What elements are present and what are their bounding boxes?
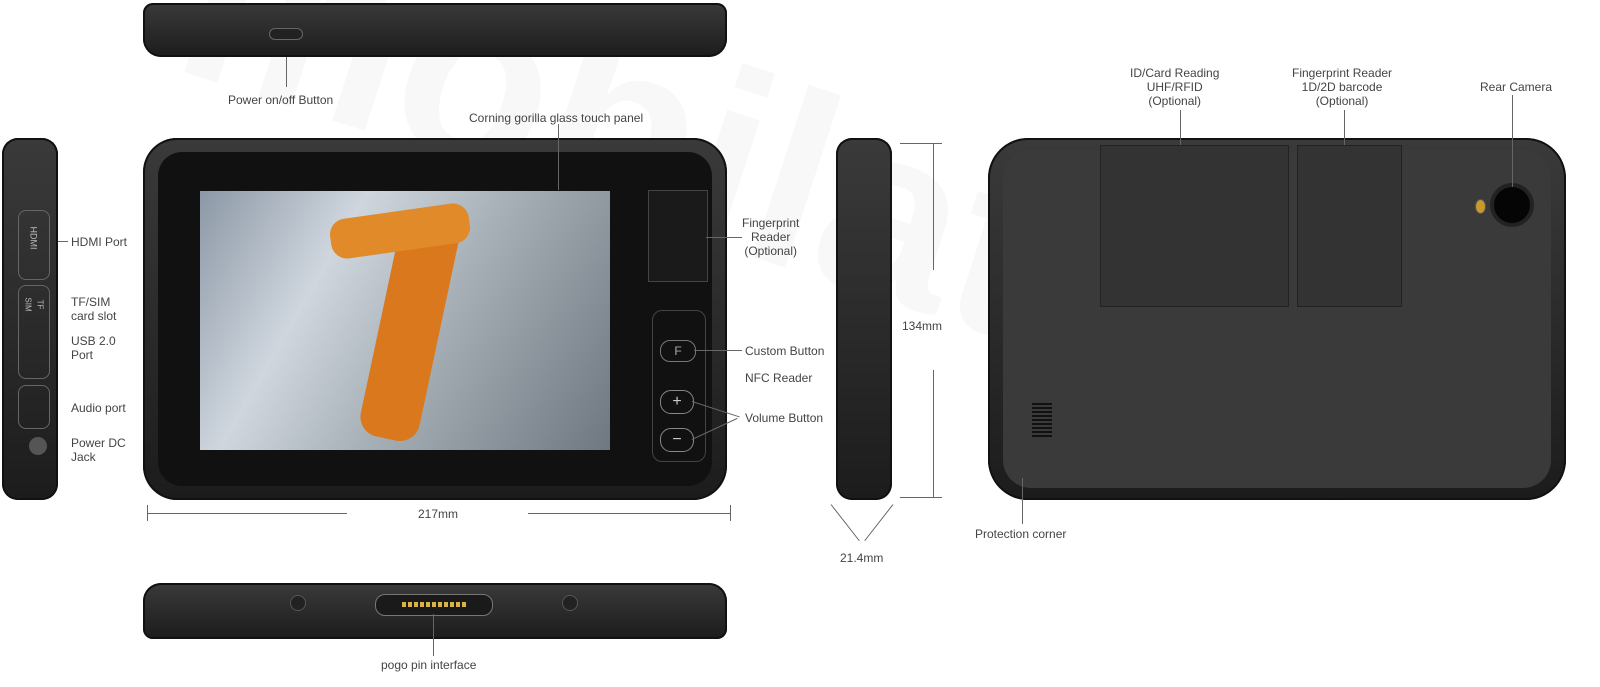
label-height: 134mm [902, 319, 943, 333]
label-pogo: pogo pin interface [381, 658, 477, 672]
flash-icon [1476, 200, 1485, 213]
rear-camera [1494, 187, 1530, 223]
tablet-left-side-view [2, 138, 58, 500]
power-button [270, 29, 302, 39]
label-power-button: Power on/off Button [228, 93, 334, 107]
label-depth: 21.4mm [840, 551, 884, 565]
volume-up-button: + [660, 390, 694, 414]
hdmi-port-cover: HDMI [18, 210, 50, 280]
tablet-top-view [143, 3, 727, 57]
screen-image [200, 191, 610, 450]
label-width: 217mm [418, 507, 459, 521]
speaker-grille [1032, 403, 1052, 437]
label-custom-button: Custom Button [745, 344, 825, 358]
fingerprint-reader-front [648, 190, 708, 282]
label-volume: Volume Button [745, 411, 824, 425]
tablet-right-side-view [836, 138, 892, 500]
audio-port-cover [18, 385, 50, 429]
label-nfc: NFC Reader [745, 371, 813, 385]
id-card-rfid-panel [1100, 145, 1289, 307]
power-dc-jack [30, 438, 46, 454]
label-glass: Corning gorilla glass touch panel [469, 111, 644, 125]
volume-down-button: − [660, 428, 694, 452]
fingerprint-barcode-panel [1297, 145, 1402, 307]
label-protection-corner: Protection corner [975, 527, 1067, 541]
pogo-pin-interface [375, 594, 493, 616]
label-camera: Rear Camera [1480, 80, 1553, 94]
label-audio: Audio port [71, 401, 126, 415]
custom-button: F [660, 340, 696, 362]
label-hdmi: HDMI Port [71, 235, 128, 249]
